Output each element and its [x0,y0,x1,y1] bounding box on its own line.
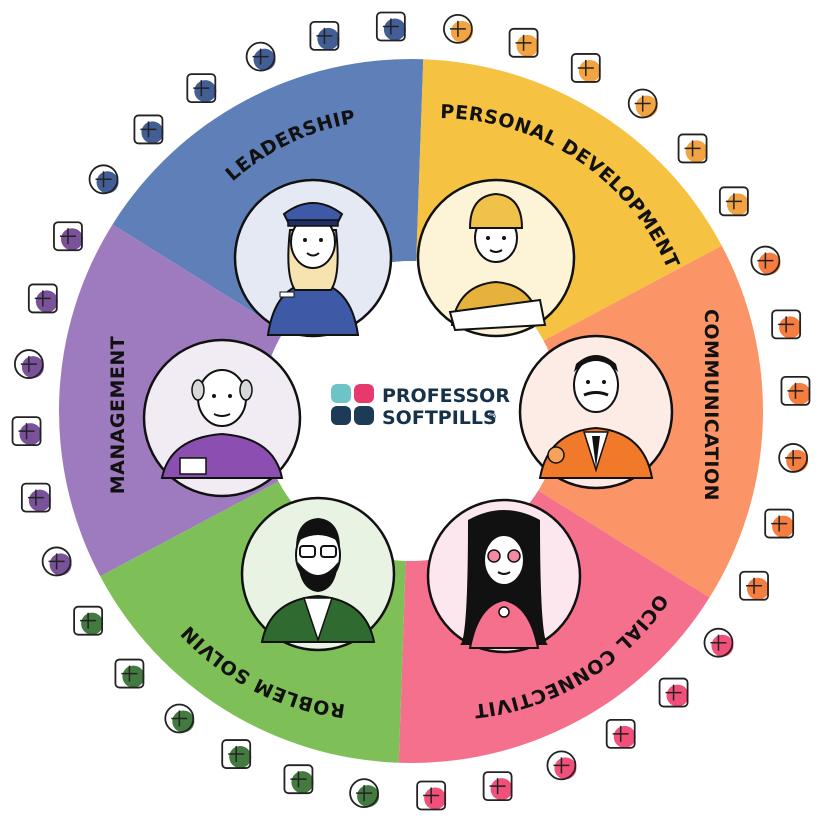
microphone-icon [780,375,811,406]
rifle-icon [570,53,601,83]
ship-wheel-icon [133,114,164,145]
portrait-businessman[interactable] [518,334,674,490]
microchip-icon [221,739,252,769]
brand-line-2: SOFTPILLS [382,407,497,429]
certificate-icon [778,443,809,473]
portrait-group [142,178,674,654]
bead-bracelet-icon [546,750,577,781]
oscilloscope-icon [349,778,380,809]
smartphone-icon [73,605,104,636]
logo-mark-br [354,406,374,425]
brand-reg-mark: ® [487,412,497,423]
sailor-cap-icon [245,41,276,72]
notepad-icon [750,245,781,276]
segment-label-communication[interactable]: COMMUNICATION [700,309,722,501]
portrait-soldier[interactable] [416,178,576,338]
gamepad-icon [114,658,145,689]
ruler-icon [53,221,83,252]
dreamcatcher-icon [482,771,513,802]
brand-line-1: PROFESSOR [382,385,510,407]
jacket-icon [627,88,658,119]
logo-mark-tl [331,384,351,403]
glasses-icon [703,627,734,658]
logo-mark-bl [331,406,351,425]
portrait-hippie-woman[interactable] [426,498,582,654]
outer-icon-ring [11,11,811,811]
map-icon [508,27,539,58]
helmet-icon [677,133,708,164]
segment-label-management[interactable]: MANAGEMENT [107,336,129,495]
computer-icon [164,703,195,734]
medal-icon [718,186,749,217]
calendar-icon [20,482,51,513]
record-player-icon [309,20,340,51]
necklace-icon [658,677,689,708]
logo-mark-tr [354,384,374,403]
compass-icon [88,164,119,195]
id-card-icon [13,349,44,379]
brand-logo[interactable]: PROFESSOR SOFTPILLS ® [331,384,510,429]
portrait-elderly-man[interactable] [142,338,302,498]
award-badge-icon [771,309,802,340]
peace-pendant-icon [416,780,447,811]
dog-tag-icon [443,13,473,44]
scales-icon [739,570,770,601]
anchor-icon [186,73,217,104]
bell-icon [375,11,406,42]
phone-icon [764,508,795,539]
transistor-icon [283,764,314,795]
headband-icon [605,718,636,749]
hardhat-icon [27,283,58,314]
floppy-disk-icon [41,546,72,577]
calculator-icon [11,416,42,447]
portrait-bearded-man[interactable] [240,496,396,652]
portrait-police-officer[interactable] [233,178,393,338]
